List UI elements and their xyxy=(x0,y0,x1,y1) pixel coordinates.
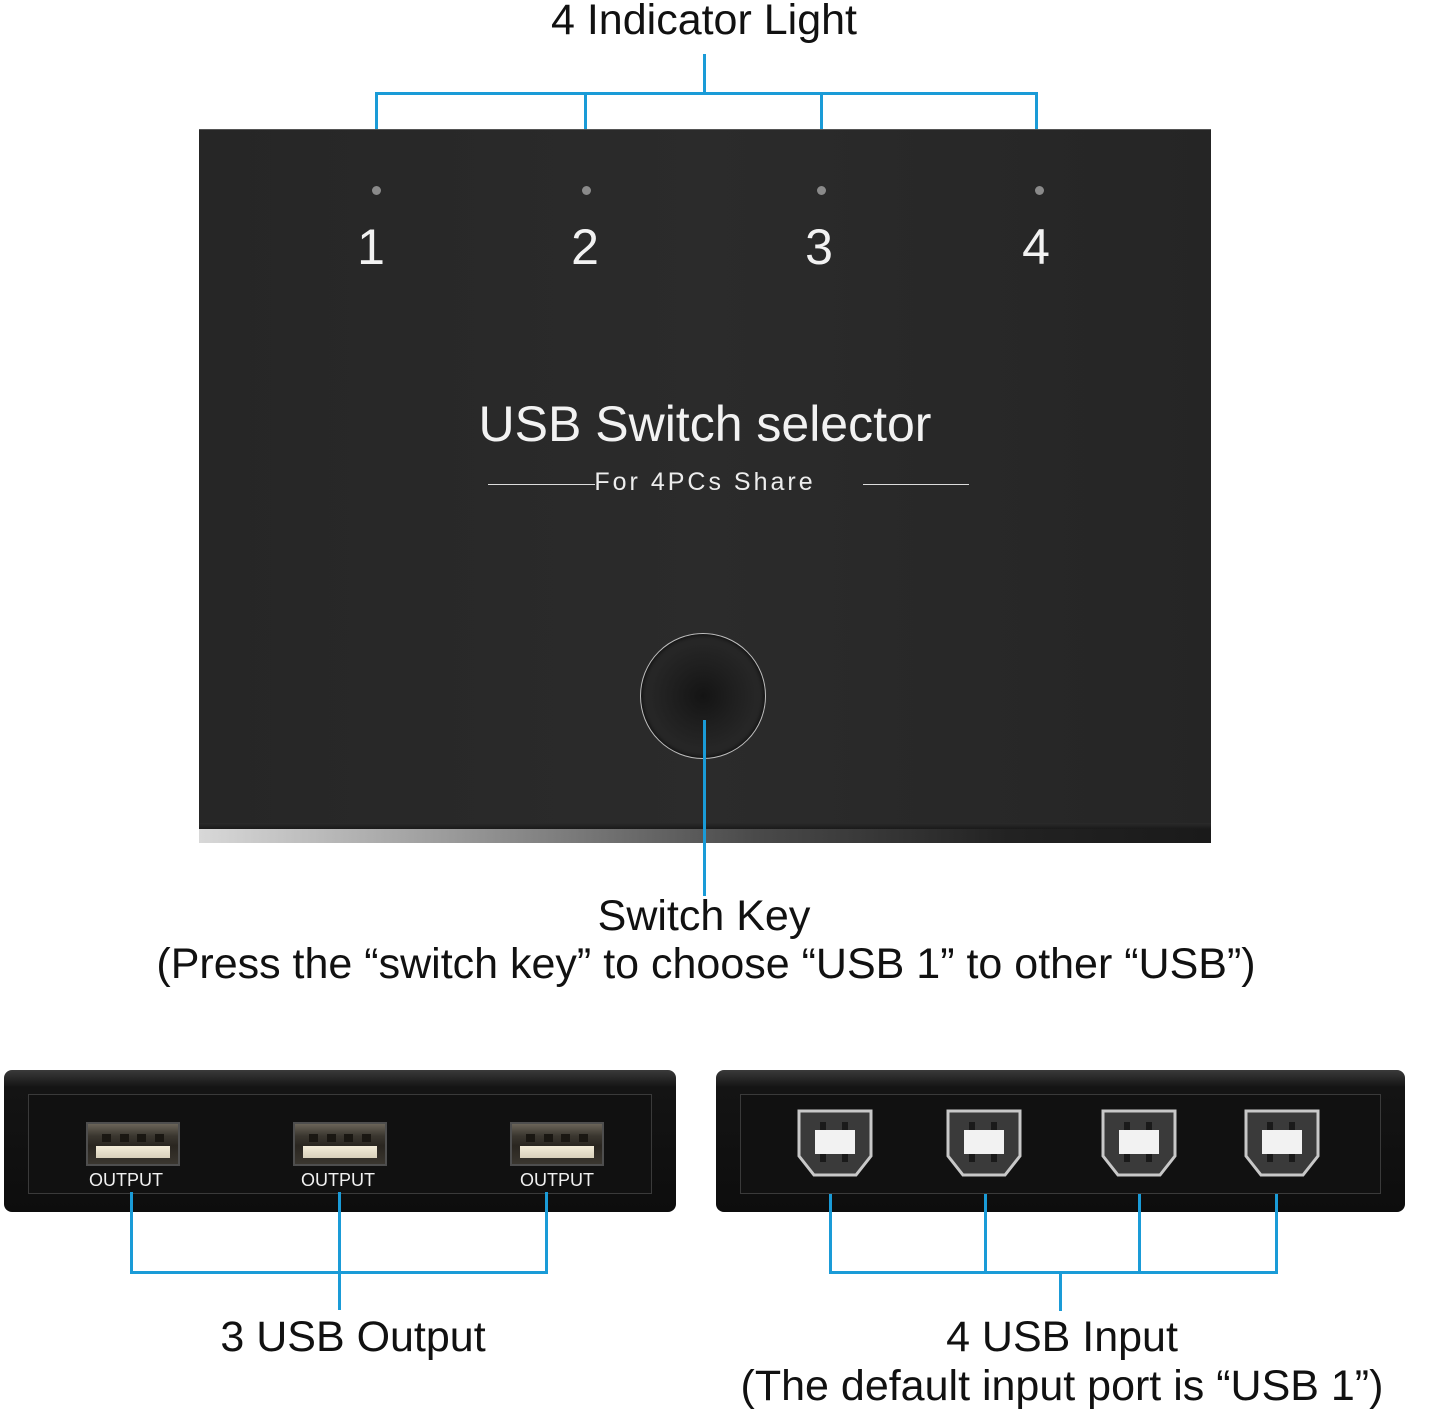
output-callout-drop-1 xyxy=(130,1192,133,1274)
device-title: USB Switch selector xyxy=(478,396,932,452)
usb-b-input-port-1 xyxy=(796,1108,874,1178)
input-callout-drop-1 xyxy=(829,1194,832,1274)
usb-output-panel: OUTPUT OUTPUT OUTPUT xyxy=(4,1070,676,1212)
indicator-led-3 xyxy=(817,186,826,195)
indicator-callout-bar xyxy=(375,92,1038,95)
usb-input-callout-label: 4 USB Input xyxy=(946,1313,1178,1361)
usb-input-callout-note: (The default input port is “USB 1”) xyxy=(740,1362,1384,1410)
indicator-led-2 xyxy=(582,186,591,195)
output-callout-drop-3 xyxy=(545,1192,548,1274)
indicator-light-callout-label: 4 Indicator Light xyxy=(551,0,857,44)
switch-key-callout-note: (Press the “switch key” to choose “USB 1… xyxy=(156,940,1256,988)
indicator-led-4 xyxy=(1035,186,1044,195)
output-port-label-1: OUTPUT xyxy=(89,1170,163,1190)
usb-a-output-port-1 xyxy=(86,1122,180,1166)
input-callout-drop-4 xyxy=(1275,1194,1278,1274)
input-callout-drop-3 xyxy=(1138,1194,1141,1274)
input-callout-bar xyxy=(829,1271,1278,1274)
output-port-label-2: OUTPUT xyxy=(301,1170,375,1190)
usb-a-output-port-2 xyxy=(293,1122,387,1166)
usb-b-input-port-2 xyxy=(945,1108,1023,1178)
usb-input-panel xyxy=(716,1070,1405,1212)
switch-key-callout-label: Switch Key xyxy=(597,892,811,940)
usb-a-output-port-3 xyxy=(510,1122,604,1166)
subtitle-rule-left xyxy=(488,484,595,485)
device-subtitle: For 4PCs Share xyxy=(594,468,816,496)
usb-b-input-port-4 xyxy=(1243,1108,1321,1178)
usb-output-callout-label: 3 USB Output xyxy=(220,1313,486,1361)
subtitle-rule-right xyxy=(863,484,969,485)
indicator-number-3: 3 xyxy=(805,219,833,275)
indicator-led-1 xyxy=(372,186,381,195)
indicator-number-1: 1 xyxy=(357,219,385,275)
usb-b-input-port-3 xyxy=(1100,1108,1178,1178)
output-callout-bar xyxy=(130,1271,548,1274)
output-callout-drop-2 xyxy=(338,1192,341,1310)
indicator-callout-stem xyxy=(703,54,706,94)
input-callout-drop-2 xyxy=(984,1194,987,1274)
input-callout-stem xyxy=(1059,1271,1062,1311)
switch-key-callout-line xyxy=(703,720,706,896)
indicator-number-2: 2 xyxy=(571,219,599,275)
output-port-label-3: OUTPUT xyxy=(520,1170,594,1190)
indicator-number-4: 4 xyxy=(1022,219,1050,275)
